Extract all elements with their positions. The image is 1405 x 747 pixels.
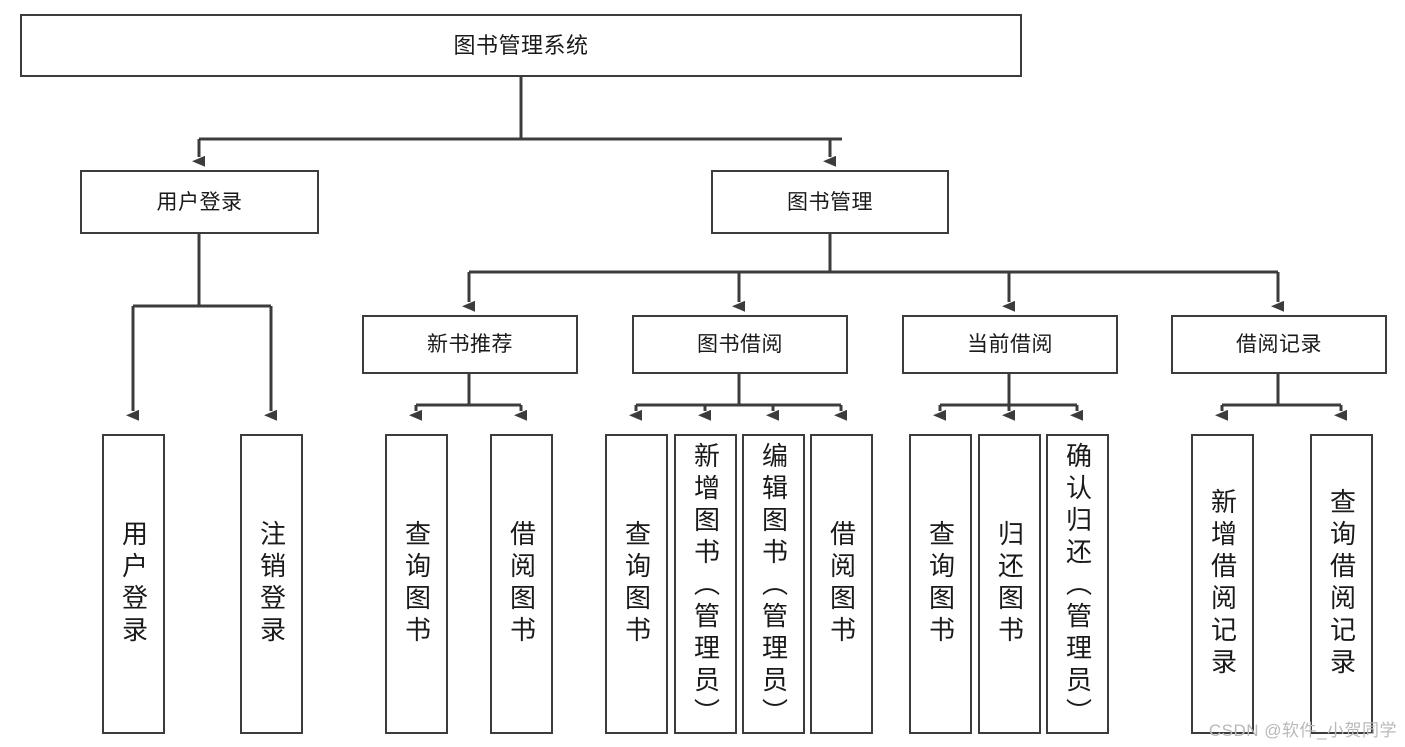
node-label: 查询图书 [401, 520, 432, 648]
node-label: 借阅记录 [1236, 333, 1322, 356]
node-leaf-borrow-book-1[interactable]: 借阅图书 [490, 434, 553, 734]
node-label: 查询借阅记录 [1326, 488, 1357, 680]
node-leaf-query-borrow-record[interactable]: 查询借阅记录 [1310, 434, 1373, 734]
node-book-borrow[interactable]: 图书借阅 [632, 315, 848, 374]
node-new-book-recommend[interactable]: 新书推荐 [362, 315, 578, 374]
node-label: 确认归还（管理员） [1062, 442, 1093, 730]
node-label: 图书借阅 [697, 333, 783, 356]
node-label: 归还图书 [994, 520, 1025, 648]
node-label: 图书管理系统 [453, 32, 589, 58]
node-label: 图书管理 [787, 190, 873, 214]
node-root-book-management-system[interactable]: 图书管理系统 [20, 14, 1022, 77]
node-label: 当前借阅 [967, 333, 1053, 356]
node-book-management[interactable]: 图书管理 [711, 170, 949, 234]
node-leaf-add-book[interactable]: 新增图书（管理员） [674, 434, 737, 734]
node-label: 用户登录 [156, 190, 243, 214]
node-user-login[interactable]: 用户登录 [80, 170, 319, 234]
node-borrow-record[interactable]: 借阅记录 [1171, 315, 1387, 374]
node-label: 借阅图书 [506, 520, 537, 648]
node-label: 新增图书（管理员） [690, 442, 721, 730]
node-current-borrow[interactable]: 当前借阅 [902, 315, 1118, 374]
node-label: 新书推荐 [427, 333, 513, 356]
node-label: 查询图书 [925, 520, 956, 648]
node-label: 查询图书 [621, 520, 652, 648]
node-leaf-edit-book[interactable]: 编辑图书（管理员） [742, 434, 805, 734]
node-leaf-user-login[interactable]: 用户登录 [102, 434, 165, 734]
node-leaf-borrow-book-2[interactable]: 借阅图书 [810, 434, 873, 734]
node-label: 新增借阅记录 [1207, 488, 1238, 680]
node-leaf-query-book-1[interactable]: 查询图书 [385, 434, 448, 734]
node-leaf-return-book[interactable]: 归还图书 [978, 434, 1041, 734]
node-leaf-query-book-2[interactable]: 查询图书 [605, 434, 668, 734]
watermark-text: CSDN @软件_小贺同学 [1208, 721, 1397, 740]
node-label: 注销登录 [256, 520, 287, 648]
node-leaf-confirm-return[interactable]: 确认归还（管理员） [1046, 434, 1109, 734]
node-leaf-query-book-3[interactable]: 查询图书 [909, 434, 972, 734]
node-label: 编辑图书（管理员） [758, 442, 789, 730]
node-leaf-user-logout[interactable]: 注销登录 [240, 434, 303, 734]
node-label: 借阅图书 [826, 520, 857, 648]
node-label: 用户登录 [118, 520, 149, 648]
node-leaf-add-borrow-record[interactable]: 新增借阅记录 [1191, 434, 1254, 734]
